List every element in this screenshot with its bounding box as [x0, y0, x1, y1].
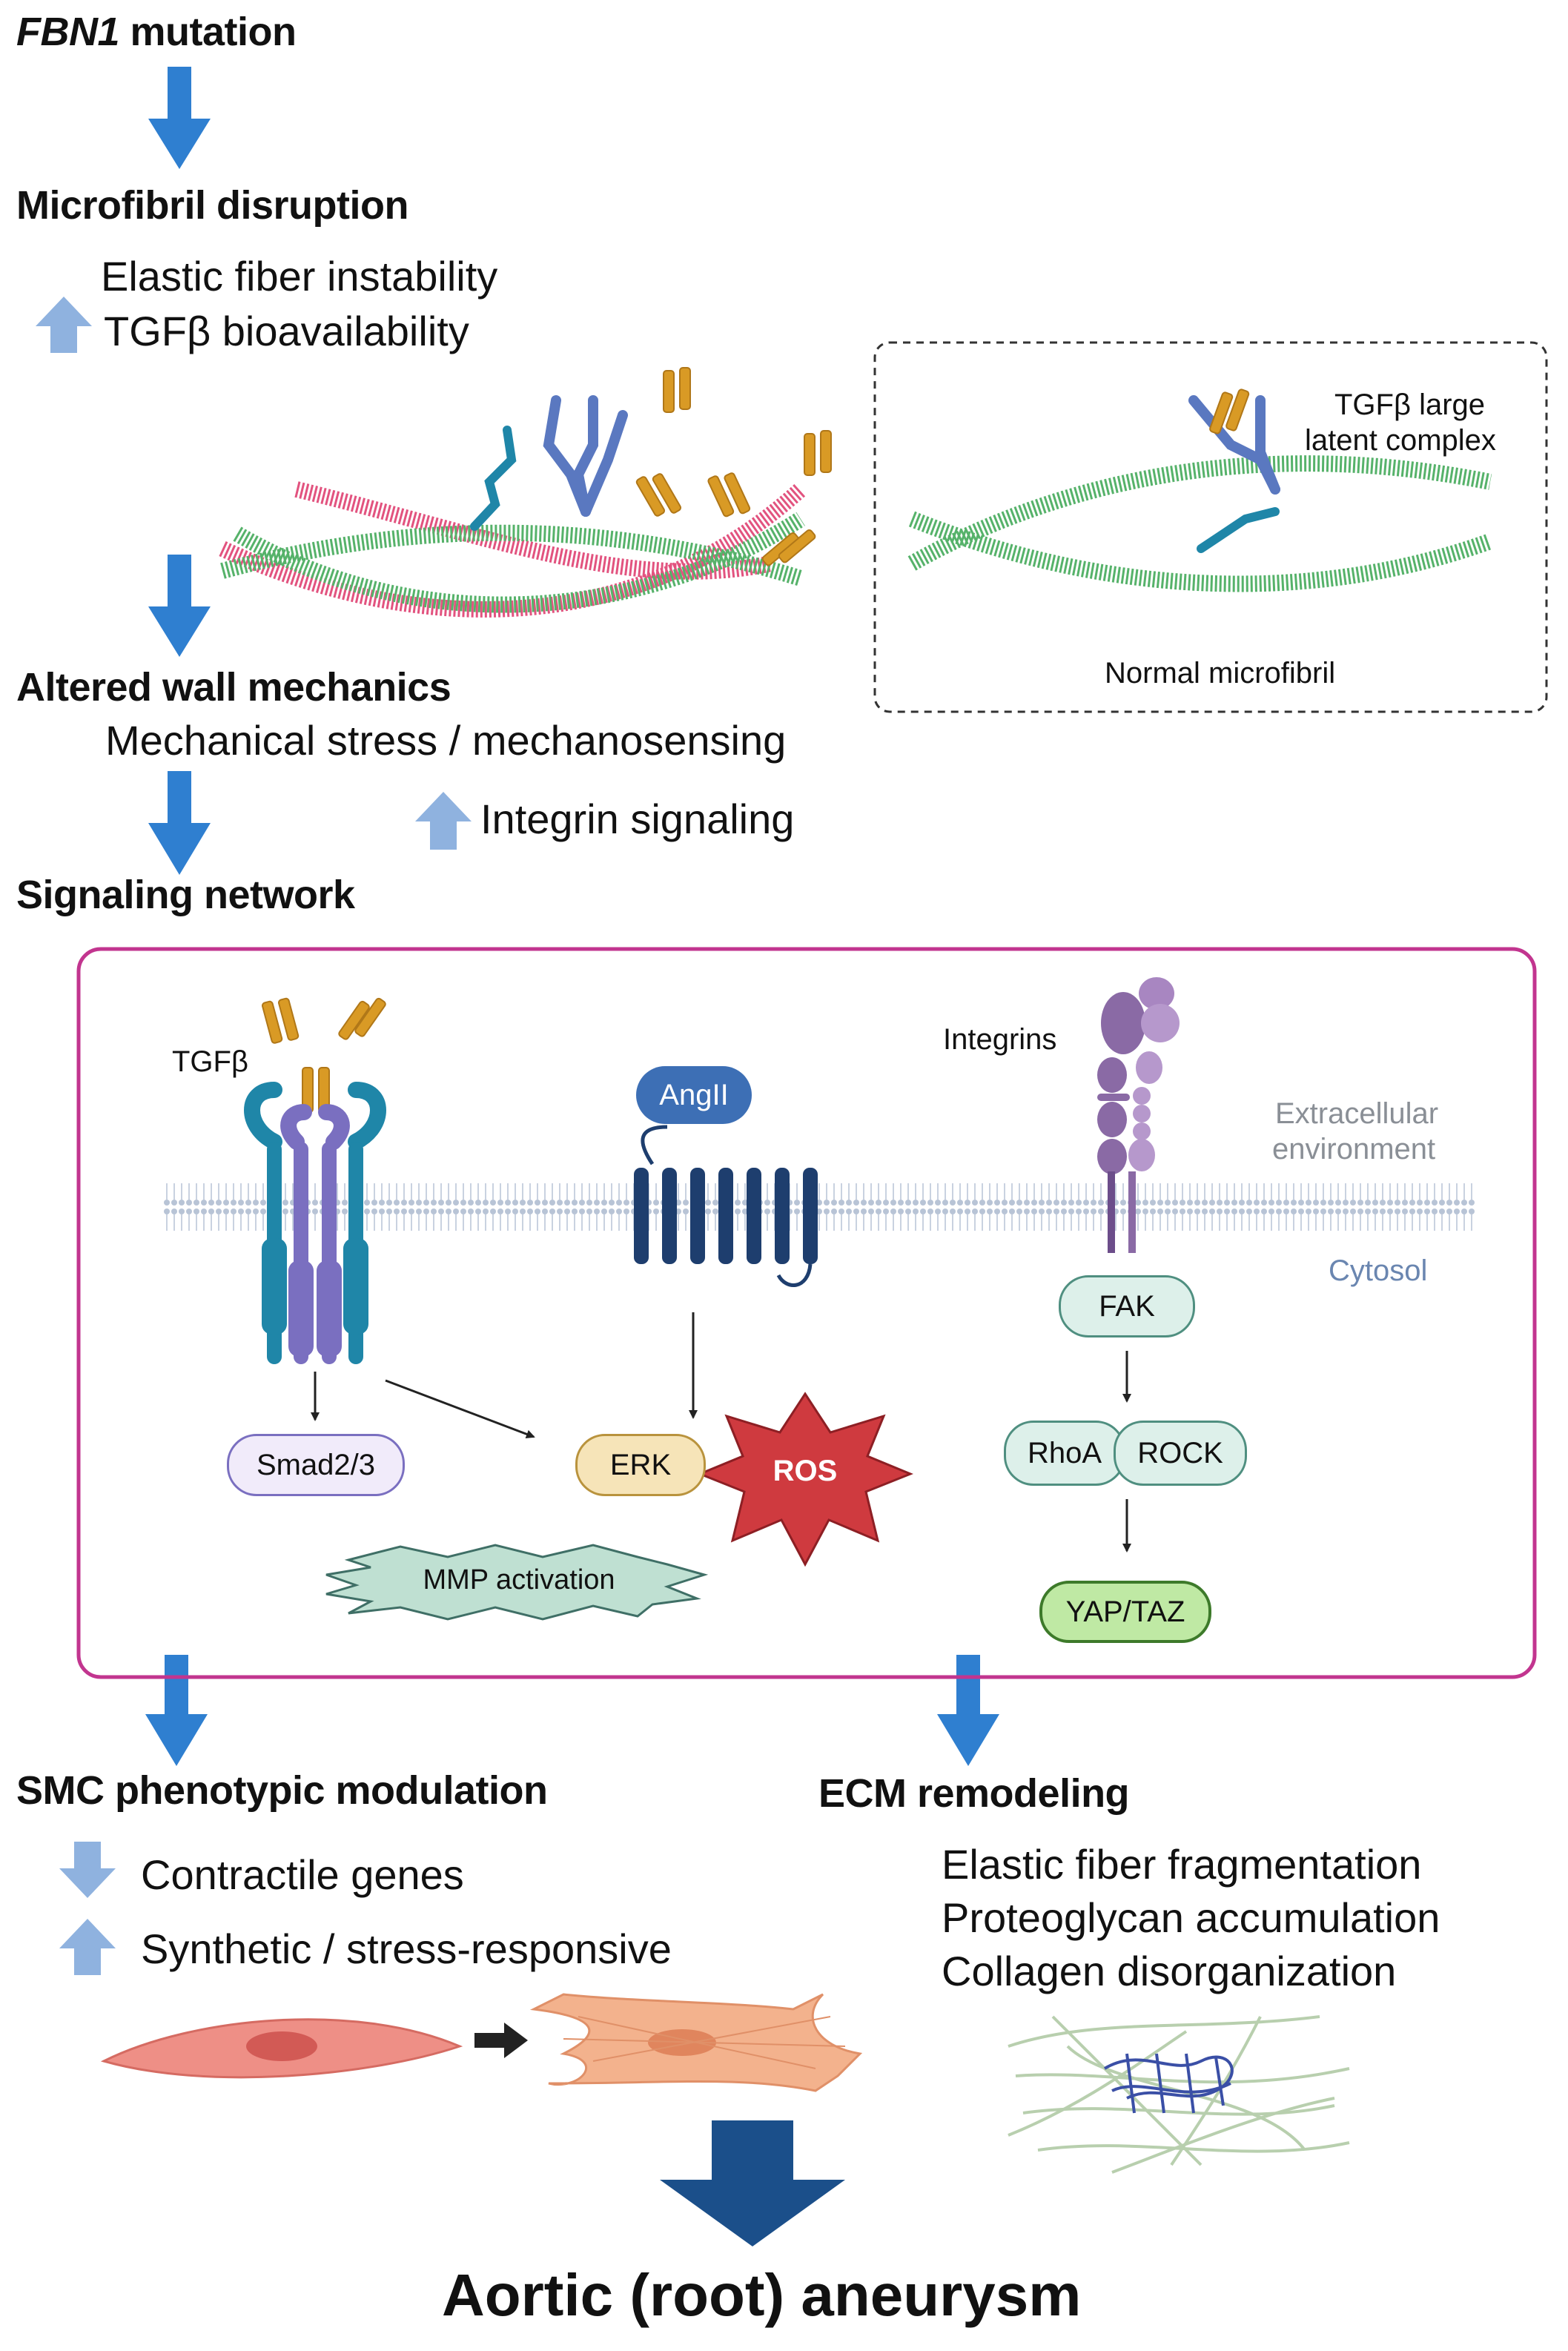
fak-node: FAK — [1059, 1275, 1195, 1337]
transition-arrow — [474, 2023, 528, 2058]
erk-node: ERK — [575, 1434, 706, 1496]
step-signaling-network: Signaling network — [16, 873, 355, 917]
rock-node: ROCK — [1114, 1421, 1247, 1486]
integrins-label: Integrins — [943, 1023, 1057, 1056]
flow-arrow-smc — [145, 1655, 208, 1766]
smc-effect-synthetic: Synthetic / stress-responsive — [141, 1925, 672, 1972]
step-microfibril-disruption: Microfibril disruption — [16, 183, 408, 228]
inset-caption: Normal microfibril — [1105, 657, 1336, 690]
ros-starburst — [697, 1392, 913, 1567]
flow-arrow-3 — [148, 771, 211, 875]
arrow-receptor-to-erk — [385, 1379, 535, 1439]
ecm-effect-proteoglycan: Proteoglycan accumulation — [942, 1894, 1440, 1941]
final-arrow — [660, 2120, 845, 2246]
up-arrow-synthetic — [59, 1919, 116, 1975]
tgfb-ligand-label: TGFβ — [172, 1045, 248, 1078]
ecm-fibers-illustration — [1008, 2015, 1350, 2174]
extracellular-label-1: Extracellular — [1275, 1097, 1439, 1130]
ecm-effect-fragmentation: Elastic fiber fragmentation — [942, 1841, 1422, 1888]
angii-ligand: AngII — [636, 1066, 752, 1124]
mmp-activation-label: MMP activation — [423, 1564, 615, 1596]
flow-arrow-ecm — [937, 1655, 999, 1766]
up-arrow-tgfb-bioavailability — [36, 297, 92, 353]
normal-microfibril-inset — [873, 341, 1548, 713]
fbn1-gene-name: FBN1 — [16, 10, 120, 54]
ros-label: ROS — [773, 1455, 838, 1487]
smad-node: Smad2/3 — [227, 1434, 405, 1496]
contractile-smc-cell — [100, 2018, 463, 2079]
mmp-starburst — [325, 1544, 709, 1621]
step-fbn1-mutation: FBN1 mutation — [16, 9, 297, 55]
effect-elastic-instability: Elastic fiber instability — [101, 253, 498, 300]
cytosol-label: Cytosol — [1329, 1254, 1428, 1287]
down-arrow-contractile — [59, 1842, 116, 1898]
step-ecm-remodeling: ECM remodeling — [818, 1771, 1130, 1816]
inset-complex-label-1: TGFβ large — [1334, 388, 1486, 421]
up-arrow-integrin — [415, 792, 472, 850]
step-altered-wall-mechanics: Altered wall mechanics — [16, 665, 451, 710]
yap-taz-node: YAP/TAZ — [1039, 1581, 1211, 1643]
ecm-effect-collagen: Collagen disorganization — [942, 1948, 1397, 1994]
smc-effect-contractile: Contractile genes — [141, 1851, 464, 1898]
flow-arrow-1 — [148, 67, 211, 169]
disrupted-microfibril-illustration — [219, 367, 832, 618]
tgfb-receptor-complex — [244, 997, 386, 1364]
outcome-aortic-aneurysm: Aortic (root) aneurysm — [442, 2262, 1082, 2328]
signaling-network-box — [76, 947, 1537, 1679]
inset-complex-label-2: latent complex — [1305, 424, 1496, 457]
effect-tgfb-bioavailability: TGFβ bioavailability — [104, 308, 469, 354]
cell-membrane — [163, 1182, 1475, 1237]
proteoglycan-cluster — [1103, 2053, 1234, 2114]
fbn1-mutation-text: mutation — [119, 10, 297, 54]
integrin-receptor — [1097, 977, 1180, 1253]
mechanics-integrin-text: Integrin signaling — [480, 796, 795, 842]
rhoa-node: RhoA — [1004, 1421, 1125, 1486]
mechanics-stress-text: Mechanical stress / mechanosensing — [105, 717, 787, 764]
synthetic-smc-cell — [529, 1993, 863, 2092]
flow-arrow-2 — [148, 555, 211, 657]
step-smc-phenotypic-modulation: SMC phenotypic modulation — [16, 1768, 548, 1813]
extracellular-label-2: environment — [1272, 1133, 1436, 1165]
gpcr-angii-receptor — [634, 1125, 818, 1287]
